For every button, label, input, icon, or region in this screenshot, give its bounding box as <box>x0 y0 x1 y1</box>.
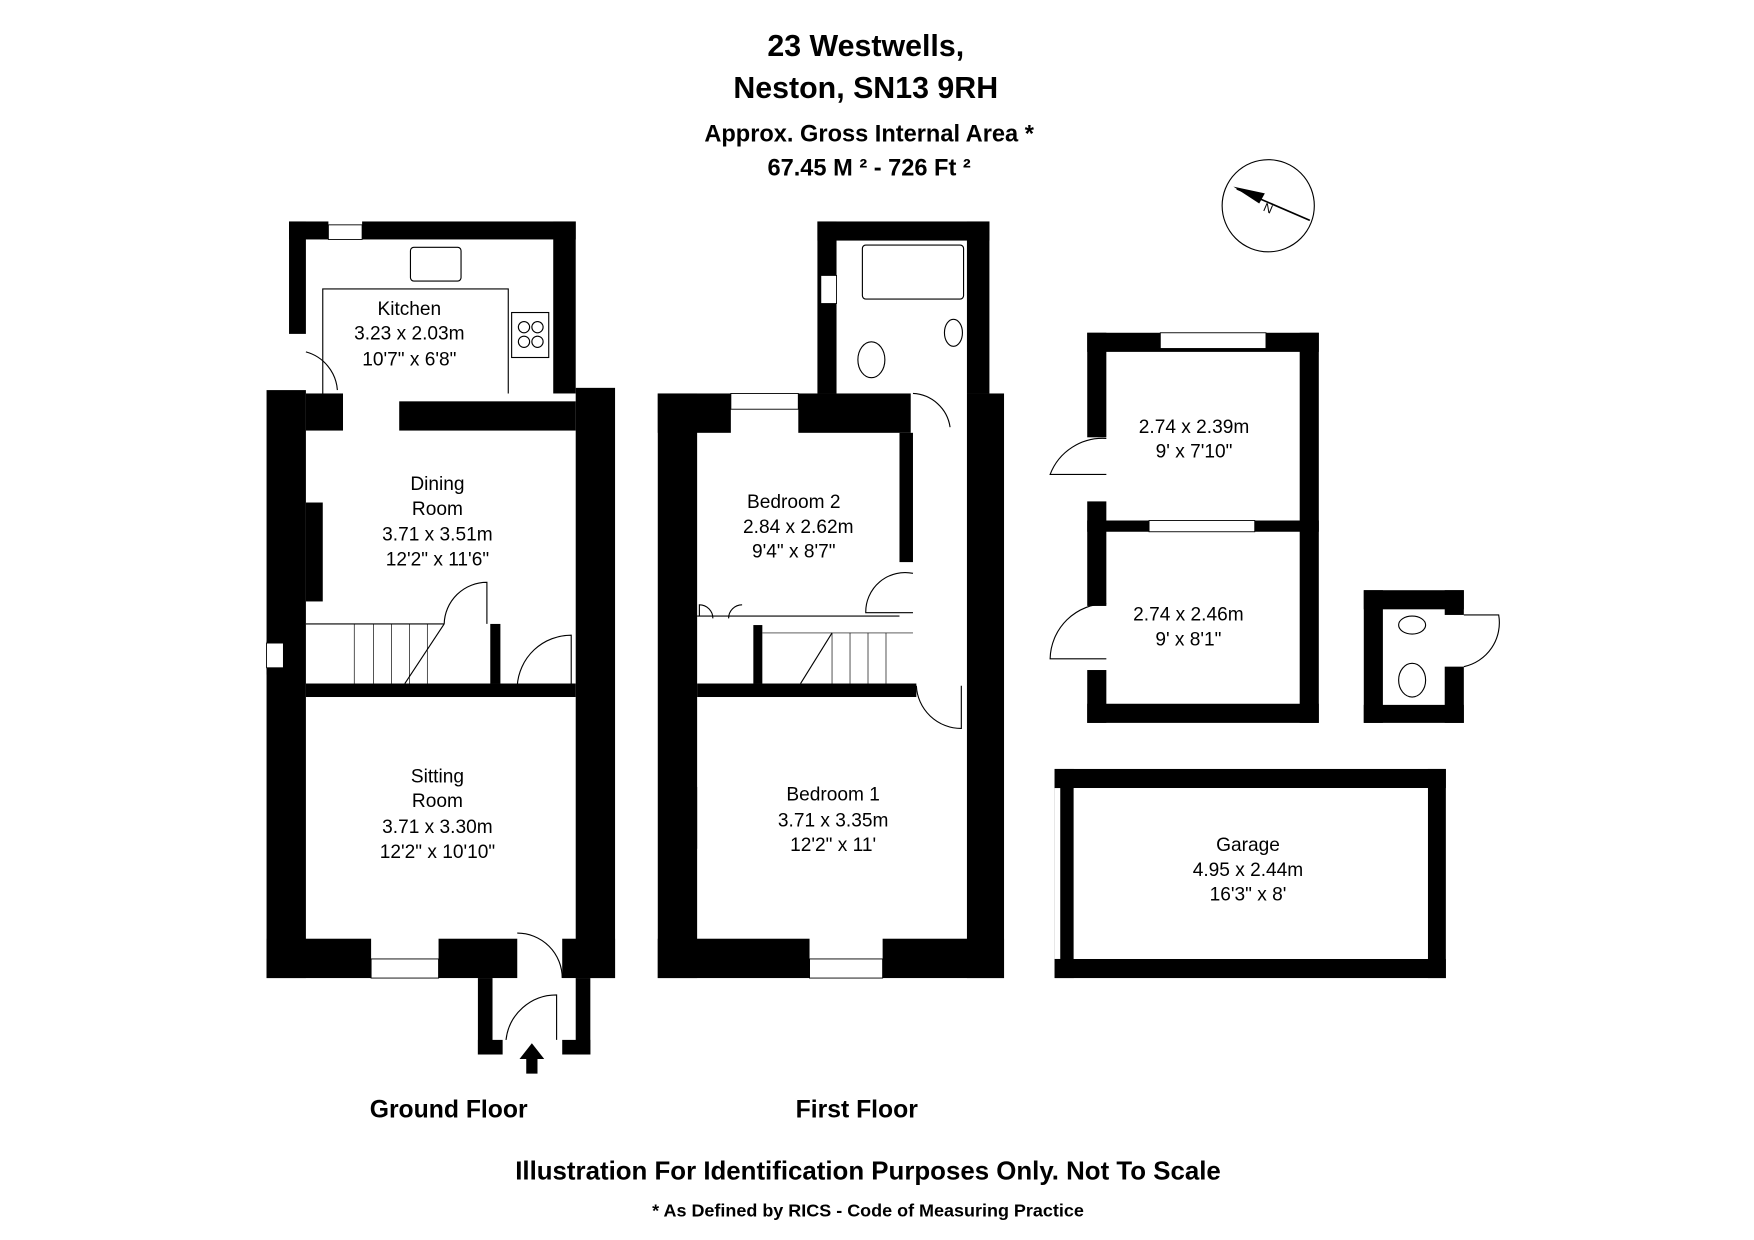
north-compass-icon: N <box>1221 159 1315 253</box>
area-label: Approx. Gross Internal Area * <box>704 122 1034 148</box>
svg-text:9'4" x 8'7": 9'4" x 8'7" <box>752 542 836 563</box>
ground-floor-plan: Kitchen 3.23 x 2.03m 10'7" x 6'8" Dining… <box>266 221 616 1123</box>
outbuildings-plan: 2.74 x 2.39m 9' x 7'10" 2.74 x 2.46m 9' … <box>1049 332 1500 979</box>
first-floor-label: First Floor <box>796 1096 919 1123</box>
svg-text:16'3" x 8': 16'3" x 8' <box>1210 884 1287 905</box>
svg-text:12'2" x 11'6": 12'2" x 11'6" <box>386 549 489 570</box>
store-2-label: 2.74 x 2.46m <box>1133 605 1243 626</box>
dining-room-label: Dining <box>410 474 464 495</box>
rics-note: * As Defined by RICS - Code of Measuring… <box>652 1200 1084 1220</box>
kitchen-label: Kitchen <box>377 299 441 320</box>
staircase <box>762 632 913 684</box>
svg-text:9' x 8'1": 9' x 8'1" <box>1155 629 1221 650</box>
svg-text:12'2" x 10'10": 12'2" x 10'10" <box>380 842 495 863</box>
svg-text:3.71 x 3.30m: 3.71 x 3.30m <box>382 817 492 838</box>
svg-text:2.84 x 2.62m: 2.84 x 2.62m <box>743 517 853 538</box>
bedroom-1-label: Bedroom 1 <box>786 784 879 805</box>
address-line-2: Neston, SN13 9RH <box>733 72 998 105</box>
svg-text:3.23 x 2.03m: 3.23 x 2.03m <box>354 324 464 345</box>
bedroom-2-label: Bedroom 2 <box>747 492 840 513</box>
sitting-room-label: Sitting <box>411 766 464 787</box>
staircase <box>305 623 445 684</box>
area-value: 67.45 M ² - 726 Ft ² <box>768 155 971 181</box>
first-floor-plan: Bedroom 2 2.84 x 2.62m 9'4" x 8'7" Bedro… <box>657 221 1005 1123</box>
disclaimer: Illustration For Identification Purposes… <box>515 1157 1221 1185</box>
entrance-arrow-icon <box>519 1043 545 1074</box>
svg-text:10'7" x 6'8": 10'7" x 6'8" <box>362 349 456 370</box>
svg-text:12'2" x 11': 12'2" x 11' <box>790 835 876 856</box>
garage-label: Garage <box>1216 835 1280 856</box>
svg-text:N: N <box>1261 200 1275 216</box>
svg-text:Room: Room <box>412 791 463 812</box>
address-line-1: 23 Westwells, <box>767 30 964 63</box>
ground-floor-label: Ground Floor <box>370 1096 528 1123</box>
store-1-label: 2.74 x 2.39m <box>1139 417 1249 438</box>
svg-text:3.71 x 3.35m: 3.71 x 3.35m <box>778 810 888 831</box>
svg-text:3.71 x 3.51m: 3.71 x 3.51m <box>382 525 492 546</box>
svg-text:Room: Room <box>412 499 463 520</box>
svg-text:4.95 x 2.44m: 4.95 x 2.44m <box>1193 860 1303 881</box>
svg-text:9' x 7'10": 9' x 7'10" <box>1156 442 1233 463</box>
